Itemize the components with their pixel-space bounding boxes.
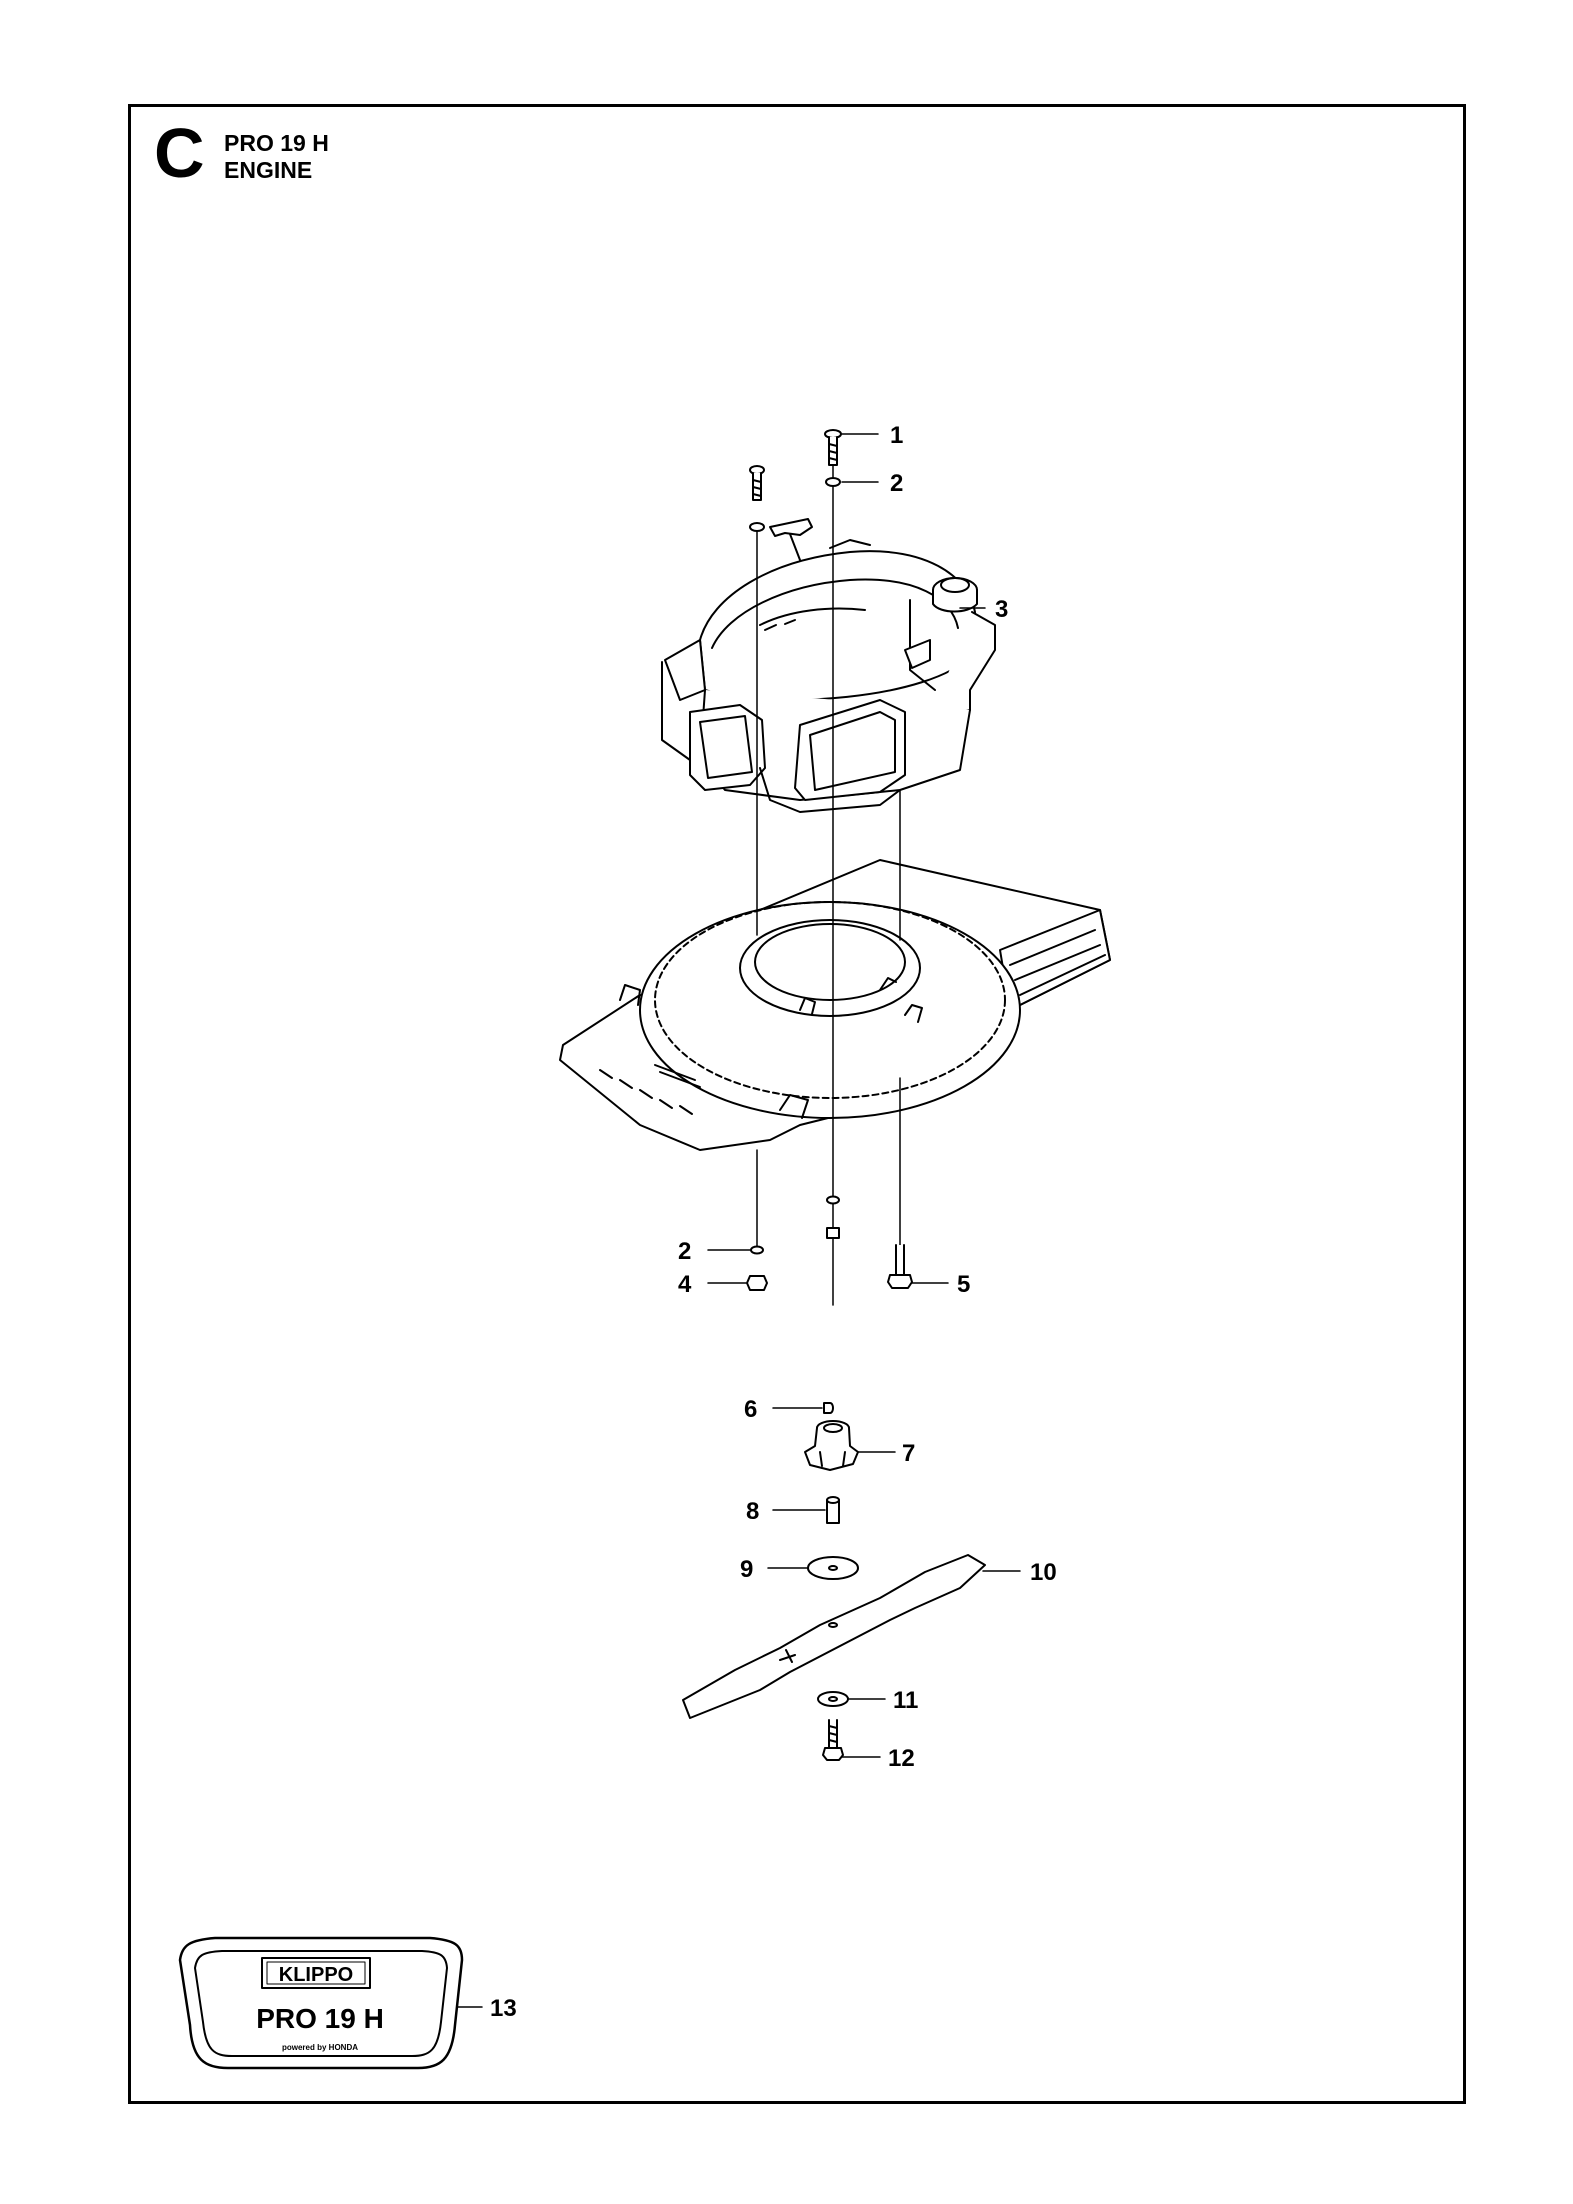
callout-6: 6 <box>744 1396 757 1423</box>
callout-2-lower: 2 <box>678 1238 691 1265</box>
callout-2-upper: 2 <box>890 470 903 497</box>
mower-deck-illustration <box>559 859 1111 1151</box>
section-title: ENGINE <box>224 157 313 183</box>
callout-7: 7 <box>902 1440 915 1467</box>
part-blade-bolt <box>822 1719 844 1761</box>
decal-illustration <box>178 1936 464 2070</box>
callout-9: 9 <box>740 1556 753 1583</box>
decal-brand: KLIPPO <box>279 1964 353 1986</box>
part-nut <box>746 1275 768 1291</box>
part-washer-lower <box>750 1245 764 1255</box>
section-letter: C <box>154 114 205 192</box>
part-washer-large <box>807 1556 859 1580</box>
part-key <box>823 1402 834 1414</box>
callout-8: 8 <box>746 1498 759 1525</box>
callout-4: 4 <box>678 1271 692 1298</box>
engine-illustration <box>661 518 996 813</box>
part-bolt-top <box>824 429 842 466</box>
part-bolt-right <box>887 1244 913 1289</box>
callout-5: 5 <box>957 1271 970 1298</box>
decal-model: PRO 19 H <box>256 2003 384 2034</box>
callout-11: 11 <box>893 1687 918 1714</box>
diagram-frame <box>128 104 1466 2104</box>
part-washer-top <box>825 477 841 487</box>
part-bolt-left <box>749 465 765 532</box>
part-spacer <box>826 1496 840 1524</box>
callout-10: 10 <box>1030 1559 1057 1586</box>
part-blade <box>682 1554 986 1719</box>
decal-tagline: powered by HONDA <box>282 2043 358 2052</box>
model-heading: PRO 19 H <box>224 130 329 156</box>
callout-numbers: 1 2 3 2 4 5 6 7 8 9 10 11 12 13 <box>490 422 1057 2022</box>
callout-3: 3 <box>995 596 1008 623</box>
part-blade-adapter <box>804 1420 859 1471</box>
callout-12: 12 <box>888 1745 915 1772</box>
callout-1: 1 <box>890 422 903 449</box>
part-washer-bottom <box>817 1691 849 1707</box>
callout-13: 13 <box>490 1995 517 2022</box>
